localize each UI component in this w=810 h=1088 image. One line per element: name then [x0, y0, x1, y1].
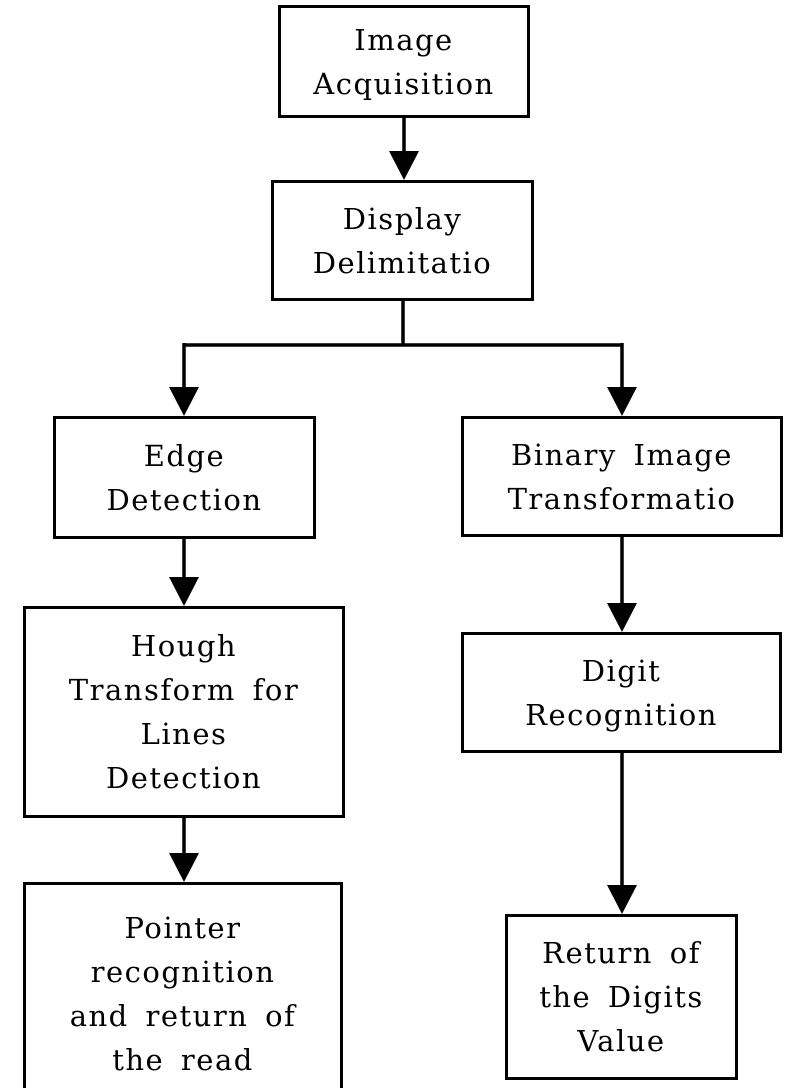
node-digit-recognition: Digit Recognition — [461, 632, 782, 753]
node-return-digits-value: Return of the Digits Value — [505, 914, 738, 1080]
arrowhead-icon — [169, 577, 199, 606]
node-binary-image-transformation: Binary Image Transformatio — [461, 416, 783, 537]
arrowhead-icon — [169, 387, 199, 416]
node-display-delimitation: Display Delimitatio — [271, 180, 534, 301]
arrowhead-icon — [389, 151, 419, 180]
arrowhead-icon — [607, 885, 637, 914]
arrowhead-icon — [169, 853, 199, 882]
node-pointer-recognition: Pointer recognition and return of the re… — [23, 882, 343, 1088]
node-edge-detection: Edge Detection — [53, 416, 316, 539]
node-image-acquisition: Image Acquisition — [278, 5, 530, 118]
arrowhead-icon — [607, 387, 637, 416]
node-hough-transform-lines-detection: Hough Transform for Lines Detection — [23, 606, 345, 818]
arrowhead-icon — [607, 603, 637, 632]
